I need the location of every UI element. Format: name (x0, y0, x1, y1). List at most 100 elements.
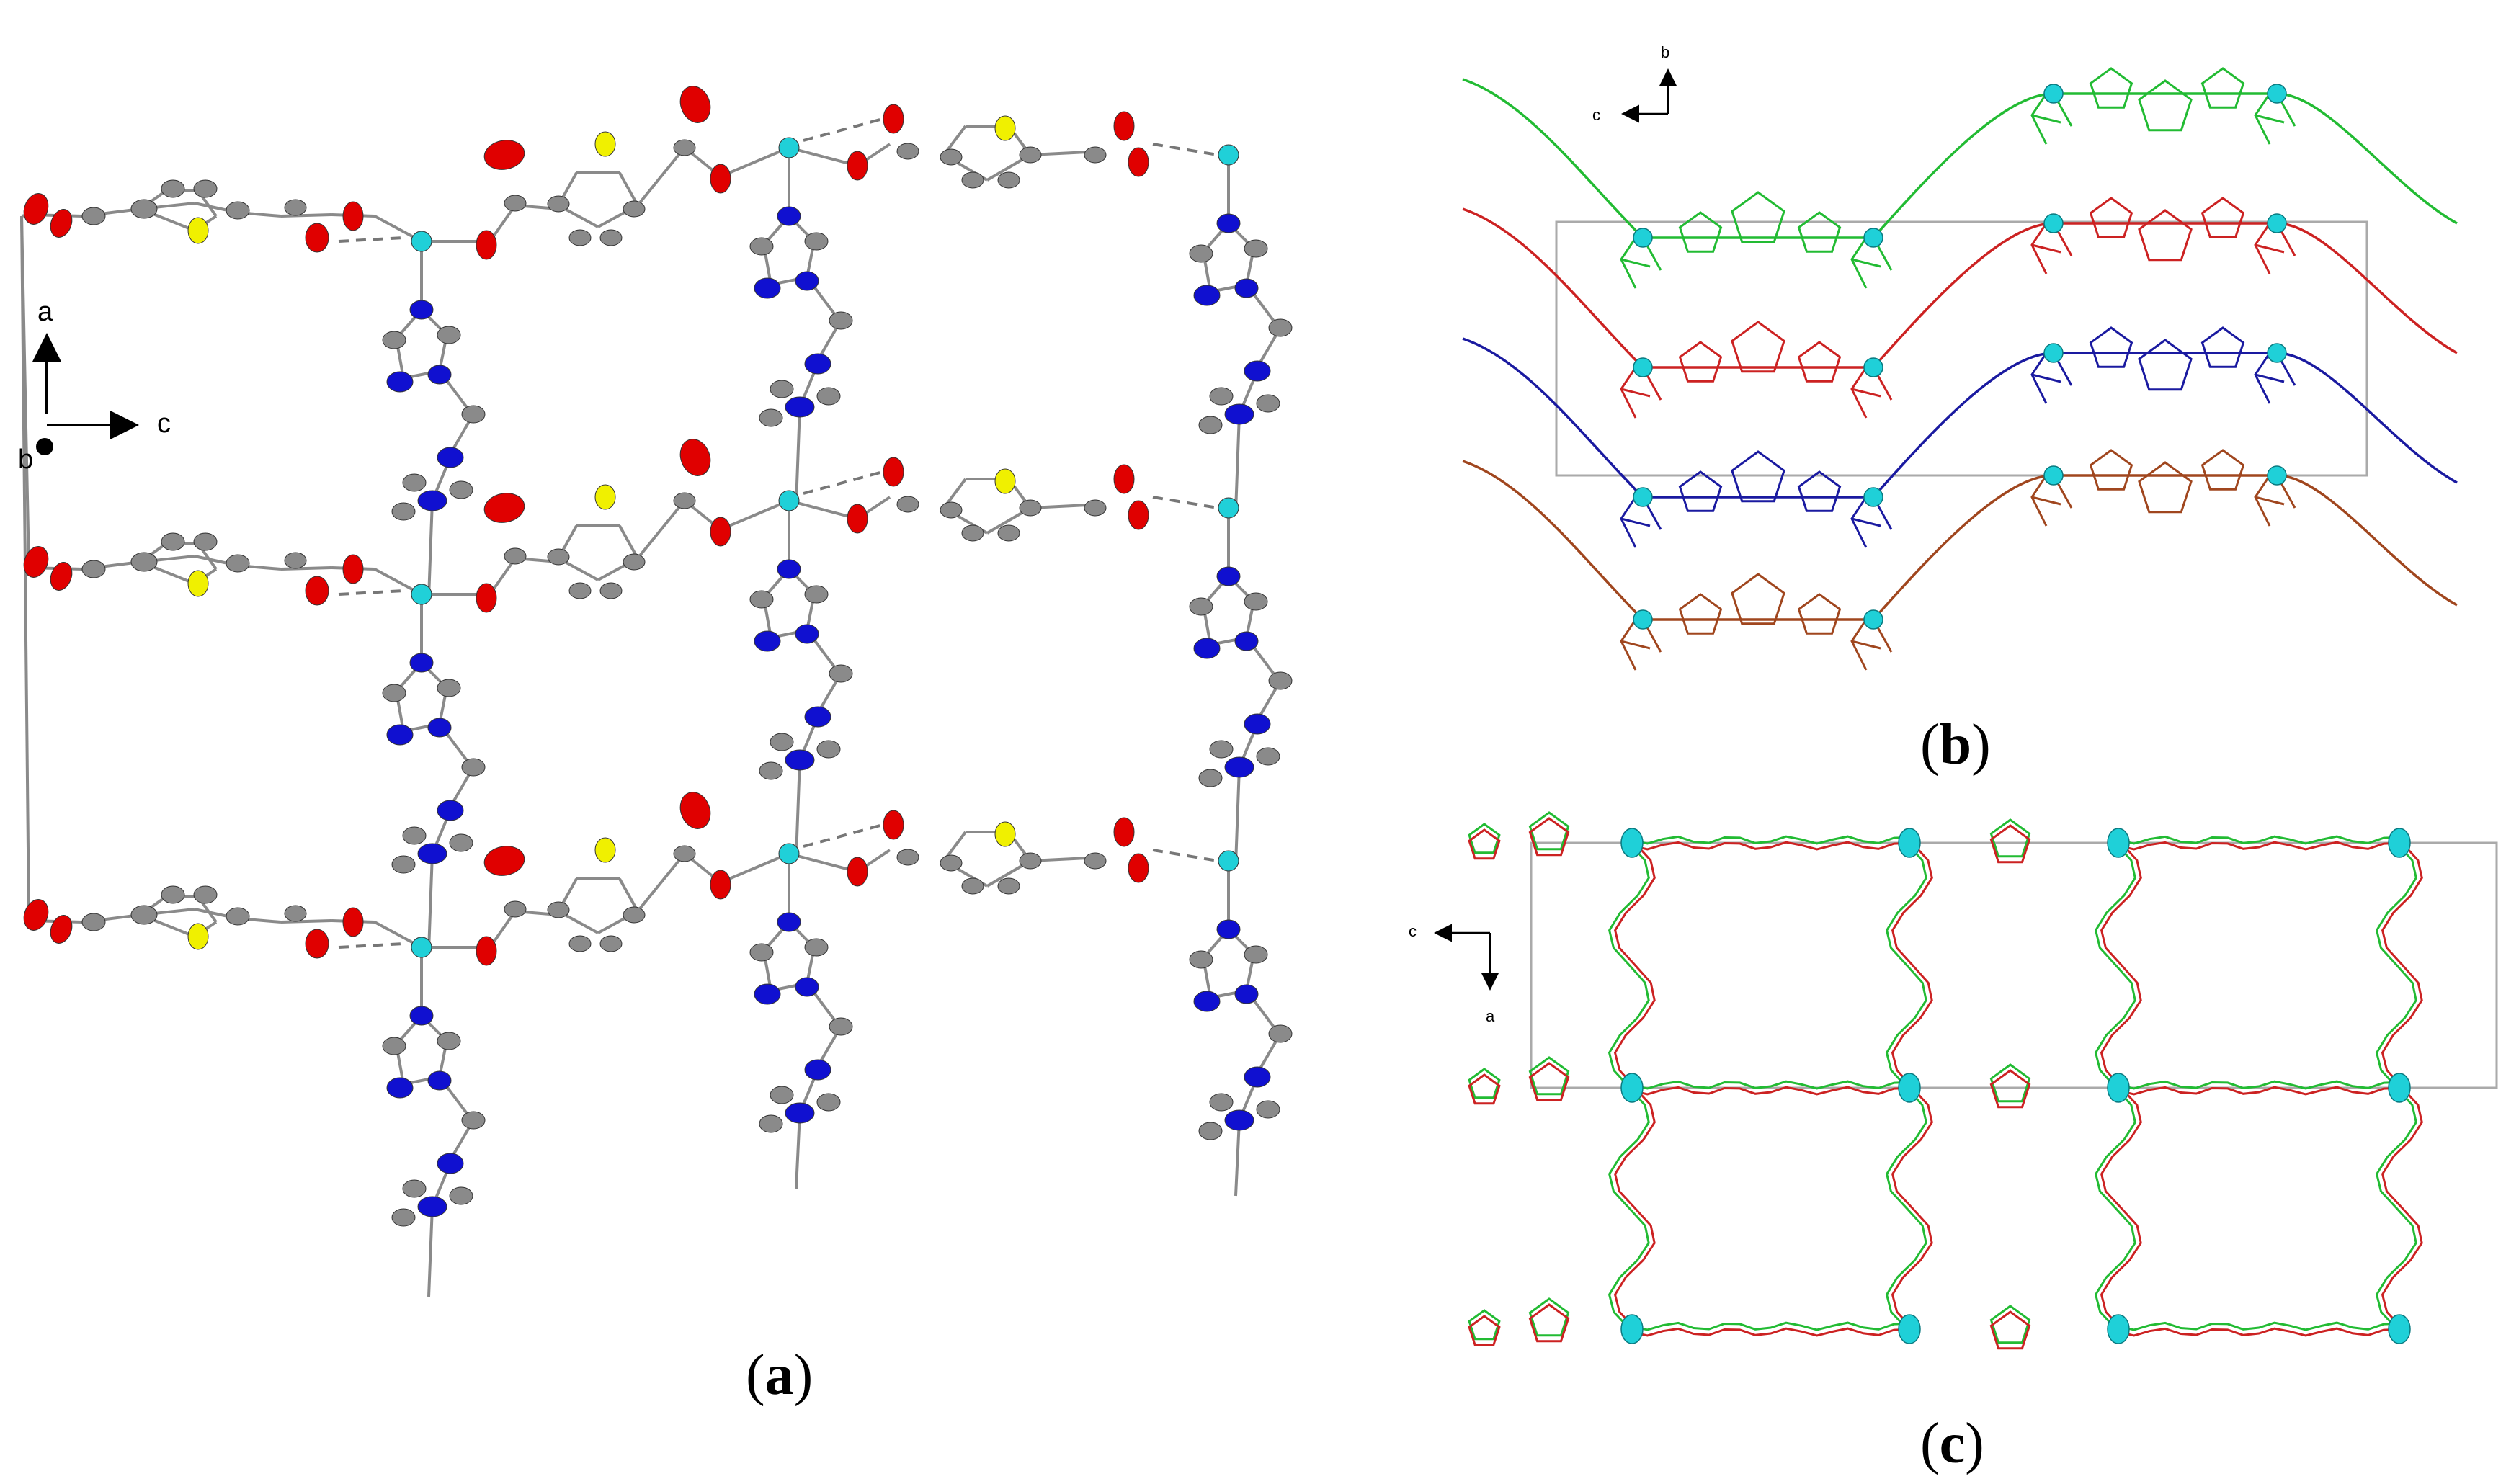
axis-label-a: a (1486, 1007, 1495, 1025)
layer-chain (2118, 1321, 2400, 1331)
carbon-atom (1268, 671, 1293, 690)
metal-node (1633, 357, 1653, 377)
ring (1731, 450, 1785, 503)
carbon-atom (997, 524, 1020, 542)
carbon-atom (226, 554, 250, 573)
metal-node (2043, 465, 2064, 486)
nitrogen-atom (1244, 360, 1271, 382)
chain (1462, 449, 2458, 671)
pillar-chain (1891, 841, 1933, 1089)
layer-chain (1631, 1321, 1910, 1331)
bond (636, 146, 686, 207)
panel-b-chains: b c (b) (1462, 43, 2458, 777)
carbon-atom (623, 200, 646, 218)
nitrogen-atom (1244, 713, 1271, 735)
nitrogen-atom (804, 353, 831, 375)
nitrogen-atom (437, 447, 464, 468)
bond (618, 172, 639, 206)
nitrogen-atom (1216, 213, 1241, 233)
metal-node (1633, 228, 1653, 248)
chain (1462, 197, 2458, 419)
nitrogen-atom (409, 1006, 434, 1026)
carbon-atom (1189, 597, 1213, 616)
carbon-atom (816, 1093, 841, 1112)
carbon-atom (130, 199, 158, 219)
nitrogen-atom (804, 706, 831, 728)
pillar-chain (2094, 1086, 2136, 1331)
nitrogen-atom (1244, 1066, 1271, 1088)
oxygen-atom (305, 223, 329, 253)
layer-chain (2118, 1327, 2400, 1337)
panel-b-unit-cell (1555, 220, 2368, 477)
carbon-atom (816, 387, 841, 406)
metal-atom (1218, 144, 1239, 166)
panel-a-hbonds (338, 117, 1218, 949)
bond (720, 499, 790, 531)
axis-label-b: b (18, 444, 33, 475)
carbon-atom (81, 207, 106, 225)
metal-node (1898, 1314, 1921, 1344)
oxygen-atom (476, 230, 497, 260)
carbon-atom (673, 492, 696, 509)
ring (1989, 818, 2031, 858)
ring (1468, 828, 1501, 860)
nitrogen-atom (1234, 984, 1259, 1004)
ring (1528, 1062, 1570, 1101)
nitrogen-atom (1234, 278, 1259, 298)
nitrogen-atom (754, 983, 781, 1005)
carbon-atom (804, 585, 829, 604)
carbon-atom (1189, 244, 1213, 263)
carbon-atom (547, 548, 570, 566)
oxygen-atom (1128, 853, 1149, 883)
ring (1528, 1297, 1570, 1337)
carbon-atom (940, 501, 963, 519)
ring (1468, 1073, 1501, 1105)
nitrogen-atom (427, 365, 452, 385)
carbon-atom (759, 408, 783, 427)
carbon-atom (1198, 769, 1223, 787)
pillar-chain (1885, 841, 1927, 1089)
bond (1234, 414, 1241, 512)
layer-chain (2118, 1086, 2400, 1096)
axis-label-c: c (1592, 106, 1600, 124)
carbon-atom (130, 552, 158, 572)
carbon-atom (402, 1179, 427, 1198)
chain (1462, 326, 2458, 548)
carbon-atom (599, 582, 623, 599)
carbon-atom (437, 679, 461, 697)
carbon-atom (1256, 394, 1280, 413)
pillar-chain (1613, 1086, 1656, 1331)
sulfur-atom (187, 570, 209, 597)
oxygen-atom (679, 439, 711, 476)
pillar-chain (2381, 841, 2423, 1089)
ring (1468, 823, 1501, 854)
nitrogen-atom (1193, 638, 1221, 659)
carbon-atom (130, 905, 158, 925)
carbon-atom (568, 582, 592, 599)
metal-node (2267, 465, 2287, 486)
carbon-atom (816, 740, 841, 759)
oxygen-atom (1113, 817, 1135, 847)
oxygen-atom (342, 907, 364, 937)
bond (618, 878, 639, 912)
ring (1468, 1309, 1501, 1341)
carbon-atom (1209, 387, 1234, 406)
carbon-atom (382, 331, 406, 349)
carbon-atom (599, 935, 623, 952)
carbon-atom (1209, 1093, 1234, 1112)
oxygen-atom (342, 554, 364, 584)
nitrogen-atom (1224, 756, 1254, 778)
nitrogen-atom (1216, 566, 1241, 586)
oxygen-atom (847, 857, 868, 887)
ring (1989, 1305, 2031, 1344)
carbon-atom (449, 480, 473, 499)
carbon-atom (461, 1111, 486, 1130)
carbon-atom (623, 906, 646, 924)
metal-node (2107, 828, 2130, 858)
ring (1731, 573, 1785, 625)
metal-node (2267, 213, 2287, 233)
oxygen-atom (476, 936, 497, 966)
metal-node (1863, 609, 1883, 630)
ring (1797, 593, 1842, 635)
